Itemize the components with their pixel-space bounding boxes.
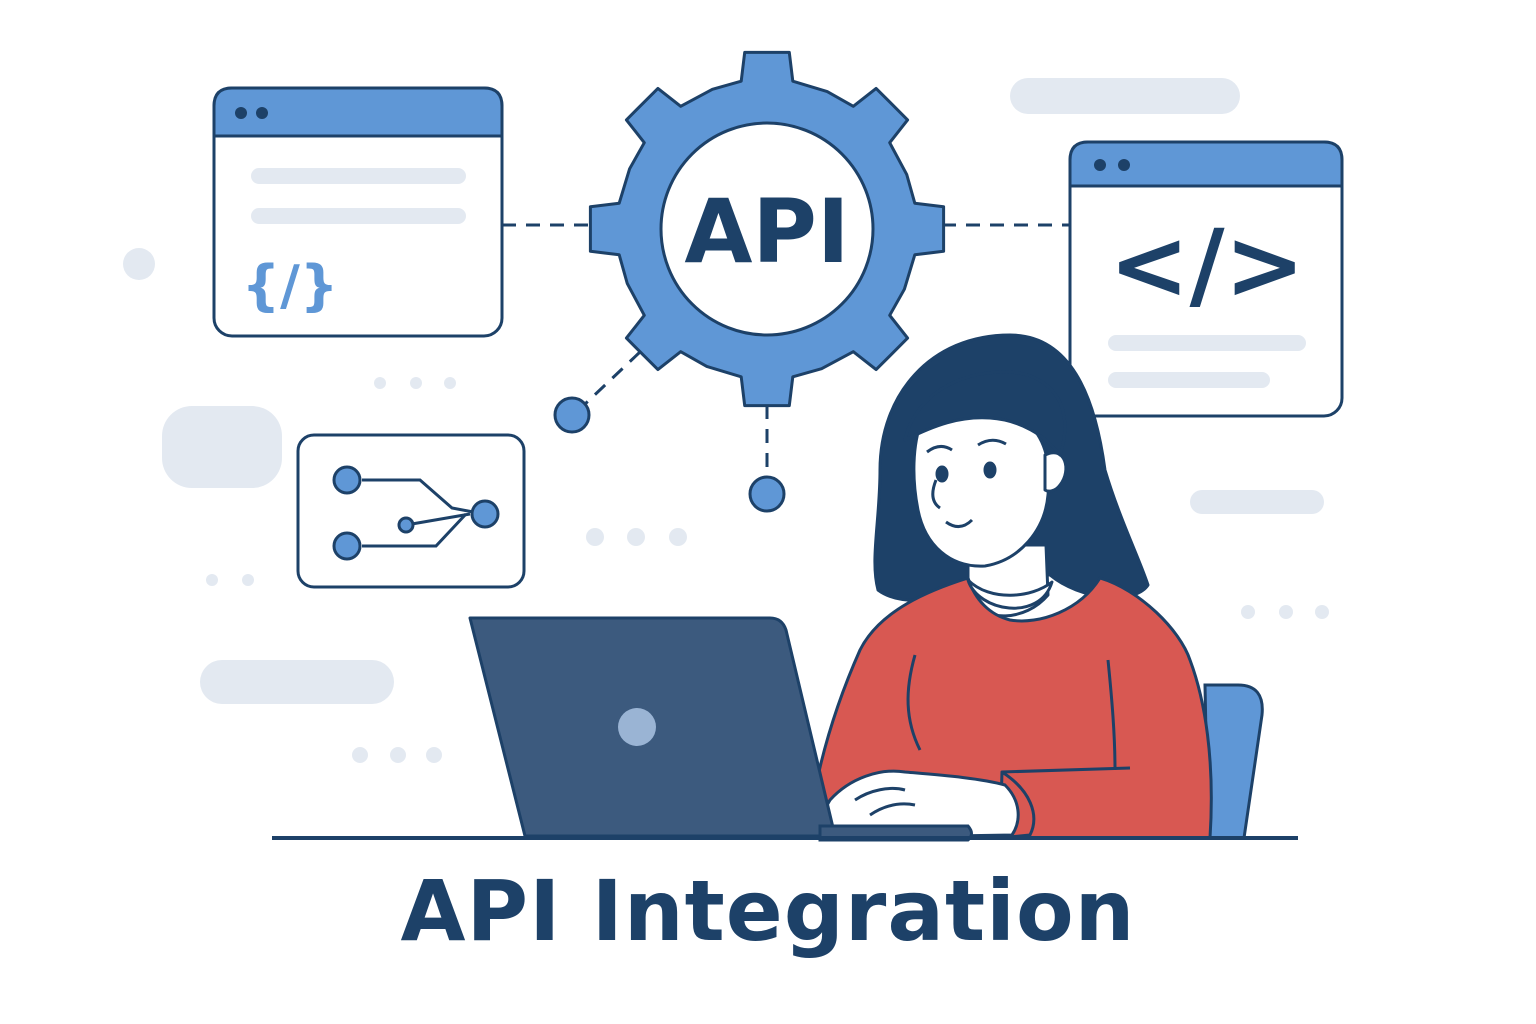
deco-pill (1010, 78, 1240, 114)
chair (1203, 683, 1264, 840)
connector-node (553, 396, 591, 434)
network-diagram-icon (296, 433, 526, 589)
laptop-logo (618, 708, 656, 746)
code-tag-label: </> (1109, 209, 1305, 321)
dashed-connectors (502, 223, 1070, 476)
deco-dot (123, 248, 155, 280)
connector-node (748, 475, 786, 513)
deco-pill (162, 406, 282, 488)
deco-pill (200, 660, 394, 704)
code-window-icon: </> (1068, 140, 1344, 418)
browser-window-icon: {/} (212, 86, 504, 338)
page-title: API Integration (400, 862, 1136, 960)
gear-icon: API (588, 50, 946, 408)
braces-code-label: {/} (242, 254, 339, 317)
background-decorations (123, 78, 1329, 763)
gear-api-label: API (684, 180, 849, 283)
deco-pill (1190, 490, 1324, 514)
person-illustration (813, 333, 1213, 840)
